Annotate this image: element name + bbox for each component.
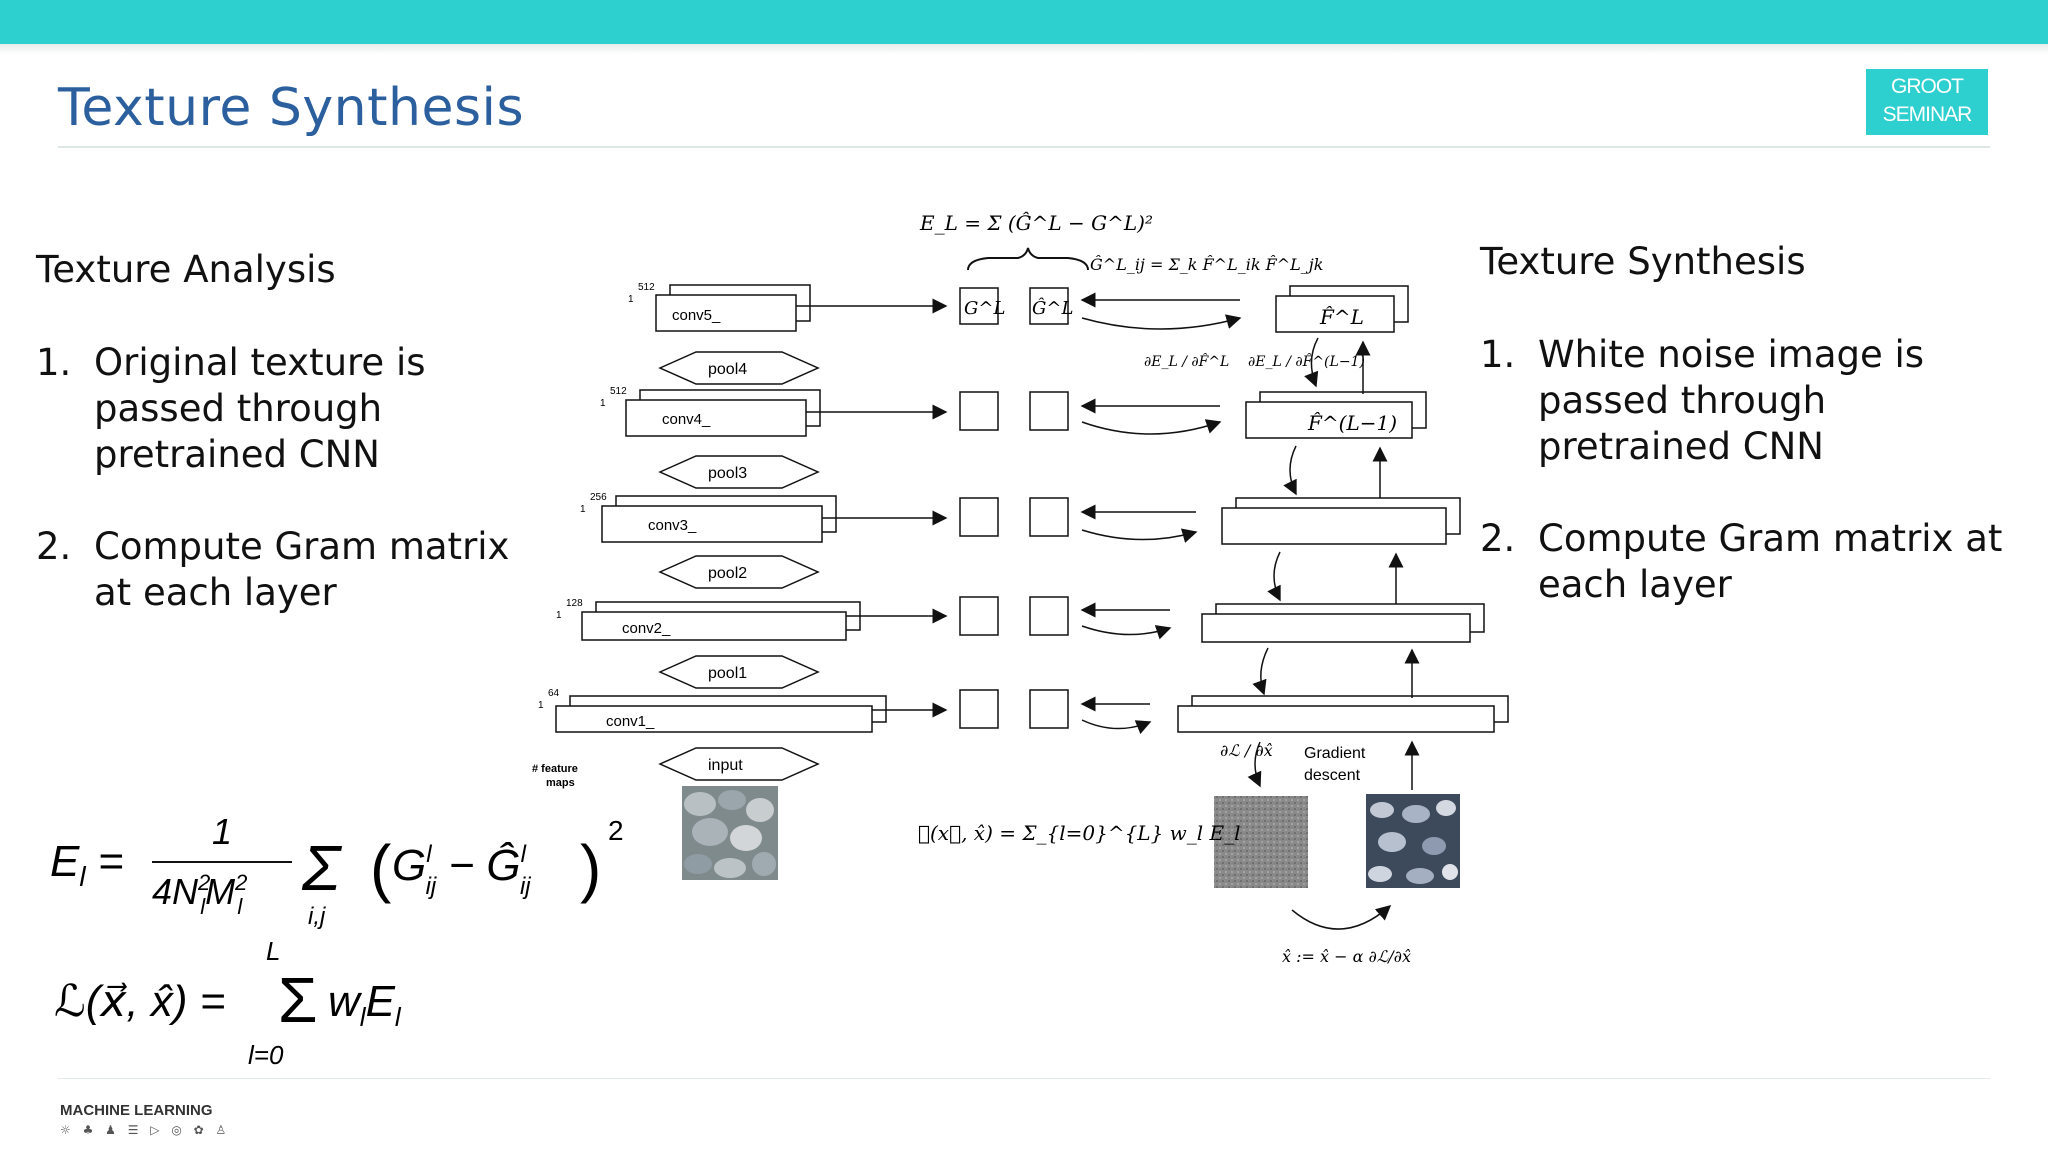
input-texture-image	[682, 786, 778, 880]
feature-maps-label-2: maps	[546, 777, 575, 789]
layer-maps: 512	[638, 282, 655, 293]
input-label: input	[708, 757, 743, 774]
loss-gradient-label: ∂ℒ / ∂x̂	[1220, 741, 1273, 760]
item-number: 1.	[36, 341, 72, 384]
layer-label: conv1_	[606, 713, 655, 730]
loss-rhs: wlEl	[328, 977, 402, 1032]
loss-sum-top: L	[266, 936, 280, 966]
left-list: 1. Original texture is passed through pr…	[36, 340, 556, 662]
energy-paren-close: )	[580, 832, 601, 904]
energy-lhs: El =	[50, 837, 124, 892]
machine-learning-logo: MACHINE LEARNING ☼ ♣ ♟ ☰ ▷ ◎ ✿ ♙	[58, 1090, 238, 1146]
item-number: 2.	[1480, 517, 1516, 560]
feature-label: F̂^L	[1319, 305, 1364, 329]
energy-paren: (	[370, 832, 391, 904]
loss-lhs: ℒ(x⃗, x̂) =	[54, 977, 225, 1026]
gram-matrices: G^L Ĝ^L	[959, 287, 1073, 729]
energy-top-formula: E_L = Σ (Ĝ^L − G^L)²	[919, 210, 1153, 235]
gram-arrows	[1080, 292, 1242, 735]
grad-energy-prev-label: ∂E_L / ∂F̂^(L−1)	[1248, 352, 1365, 370]
right-list: 1. White noise image is passed through p…	[1480, 332, 2020, 654]
layer-maps: 128	[566, 598, 583, 609]
logo-icons: ☼ ♣ ♟ ☰ ▷ ◎ ✿ ♙	[60, 1123, 231, 1137]
update-arrow	[1291, 905, 1392, 930]
logo-text: MACHINE LEARNING	[60, 1102, 213, 1119]
brace	[967, 247, 1089, 271]
left-list-item: 1. Original texture is passed through pr…	[36, 340, 556, 478]
top-accent-bar	[0, 0, 2048, 44]
synthesis-arrows	[1247, 337, 1420, 790]
left-heading: Texture Analysis	[36, 248, 336, 291]
right-heading: Texture Synthesis	[1480, 240, 1806, 283]
item-text: Compute Gram matrix at each layer	[1538, 517, 2003, 606]
pool-label: pool1	[708, 665, 747, 682]
synthesized-texture-image	[1366, 794, 1460, 888]
energy-sum-index: i,j	[308, 903, 326, 930]
layer-maps: 256	[590, 492, 607, 503]
item-number: 1.	[1480, 333, 1516, 376]
layer-label: conv4_	[662, 411, 711, 428]
feature-maps-label-1: # feature	[532, 763, 578, 775]
right-list-item: 2. Compute Gram matrix at each layer	[1480, 516, 2020, 608]
pool-label: pool4	[708, 361, 747, 378]
title-divider	[58, 146, 1990, 148]
synthesis-layers: F̂^L F̂^(L−1)	[1177, 285, 1509, 733]
layer-sub: 1	[556, 610, 562, 621]
network-diagram: E_L = Σ (Ĝ^L − G^L)² Ĝ^L_ij = Σ_k F̂^L_i…	[532, 210, 1509, 966]
layer-sub: 1	[628, 294, 634, 305]
badge-line-2: SEMINAR	[1882, 103, 1973, 126]
cnn-layers: conv5_ 512 1 pool4 conv4_ 512 1 pool3 co…	[532, 282, 948, 789]
item-number: 2.	[36, 525, 72, 568]
energy-sum-sign: Σ	[301, 832, 343, 904]
loss-sum-sign: Σ	[278, 964, 318, 1036]
update-rule: x̂ := x̂ − α ∂ℒ/∂x̂	[1282, 947, 1411, 966]
slide-title: Texture Synthesis	[58, 78, 525, 138]
right-list-item: 1. White noise image is passed through p…	[1480, 332, 2020, 470]
left-list-item: 2. Compute Gram matrix at each layer	[36, 524, 556, 616]
loss-mid-formula: ℒ(x⃗, x̂) = Σ_{l=0}^{L} w_l E_l	[918, 821, 1241, 845]
layer-sub: 1	[600, 398, 606, 409]
seminar-badge: GROOT SEMINAR	[1866, 69, 1988, 135]
layer-sub: 1	[580, 504, 586, 515]
item-text: Compute Gram matrix at each layer	[94, 525, 510, 614]
layer-sub: 1	[538, 700, 544, 711]
badge-line-1: GROOT	[1891, 75, 1964, 98]
grad-energy-label: ∂E_L / ∂F̂^L	[1144, 352, 1229, 370]
gram-hat-label: Ĝ^L	[1032, 296, 1073, 319]
layer-label: conv3_	[648, 517, 697, 534]
item-text: White noise image is passed through pret…	[1538, 333, 1925, 468]
white-noise-image	[1214, 796, 1308, 888]
feature-prev-label: F̂^(L−1)	[1307, 411, 1397, 435]
item-text: Original texture is passed through pretr…	[94, 341, 426, 476]
footer-divider	[58, 1078, 1990, 1079]
pool-label: pool3	[708, 465, 747, 482]
pool-label: pool2	[708, 565, 747, 582]
layer-label: conv2_	[622, 620, 671, 637]
gradient-label-2: descent	[1304, 767, 1361, 784]
gradient-label-1: Gradient	[1304, 745, 1366, 762]
top-bar-shadow	[0, 44, 2048, 54]
layer-maps: 64	[548, 688, 560, 699]
energy-numerator: 1	[212, 811, 232, 852]
layer-label: conv5_	[672, 307, 721, 324]
gram-label: G^L	[964, 298, 1005, 319]
energy-square: 2	[608, 815, 624, 846]
loss-sum-bottom: l=0	[248, 1040, 284, 1070]
layer-maps: 512	[610, 386, 627, 397]
gram-definition: Ĝ^L_ij = Σ_k F̂^L_ik F̂^L_jk	[1090, 254, 1323, 274]
